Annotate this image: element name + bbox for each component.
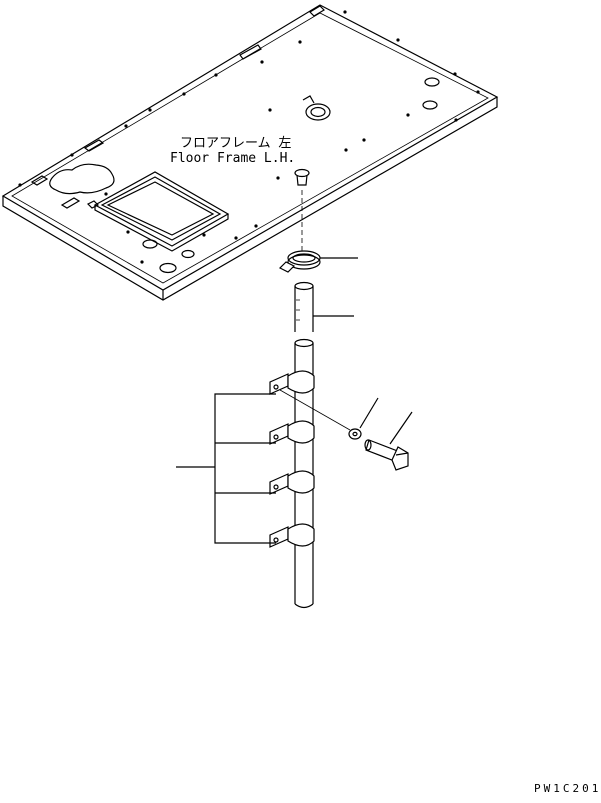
floor-frame-plate [1, 4, 499, 301]
drain-fitting [294, 168, 310, 252]
drain-pipe [294, 281, 354, 609]
frame-label-en: Floor Frame L.H. [170, 151, 295, 166]
pipe-brackets [176, 370, 315, 548]
floor-cutout [49, 163, 115, 195]
washer [279, 389, 379, 440]
floor-opening [93, 171, 230, 252]
hose-clamp [278, 250, 358, 273]
plate-rivets [18, 10, 480, 264]
frame-label-jp: フロアフレーム 左 [180, 136, 291, 151]
bolt [364, 411, 413, 471]
floor-port [302, 95, 331, 121]
drawing-code: PW1C201 [534, 782, 601, 795]
